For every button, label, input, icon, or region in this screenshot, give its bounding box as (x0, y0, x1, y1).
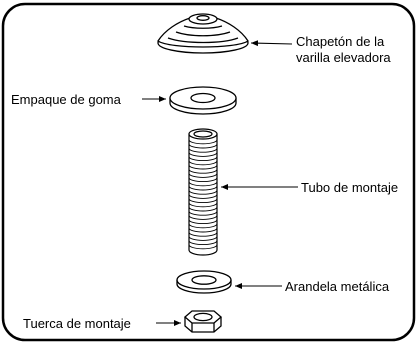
tube-thread-ring (188, 143, 218, 149)
tube-thread-ring (188, 227, 218, 233)
tube-thread-ring (188, 215, 218, 220)
tube-thread-ring (188, 152, 218, 157)
cap-arrow (250, 40, 293, 47)
washer-label: Arandela metálica (285, 279, 390, 294)
tube-thread-ring (188, 190, 218, 195)
tube-thread-ring (188, 177, 218, 183)
rod-cap-part (157, 13, 249, 54)
tube-thread-ring (188, 198, 218, 204)
cap-label-line1: Chapetón de la (296, 34, 385, 49)
mounting-nut-part (184, 310, 222, 333)
tube-thread-ring (188, 206, 218, 212)
tube-thread-ring (188, 160, 218, 166)
tube-thread-ring (188, 185, 218, 191)
tube-thread-ring (188, 194, 218, 199)
mounting-tube-part (188, 128, 218, 256)
tube-thread-ring (188, 169, 218, 174)
tube-thread-ring (188, 181, 218, 187)
tube-thread-ring (188, 164, 218, 170)
nut-label: Tuerca de montaje (23, 316, 131, 331)
tube-thread-ring (188, 148, 218, 153)
tube-thread-ring (188, 139, 218, 145)
tube-thread-ring (188, 173, 218, 178)
tube-thread-ring (188, 236, 218, 241)
tube-thread-ring (188, 244, 218, 250)
tube-thread-ring (188, 232, 218, 237)
tube-label: Tubo de montaje (301, 180, 398, 195)
tube-thread-ring (188, 156, 218, 162)
tube-thread-ring (188, 211, 218, 216)
tube-thread-ring (188, 219, 218, 225)
tube-thread-ring (188, 202, 218, 208)
metal-washer-part (176, 270, 232, 294)
tube-thread-ring (188, 223, 218, 229)
tube-thread-ring (188, 240, 218, 246)
rubber-gasket-part (169, 86, 237, 115)
gasket-label: Empaque de goma (11, 92, 122, 107)
cap-label-line2: varilla elevadora (296, 50, 391, 65)
